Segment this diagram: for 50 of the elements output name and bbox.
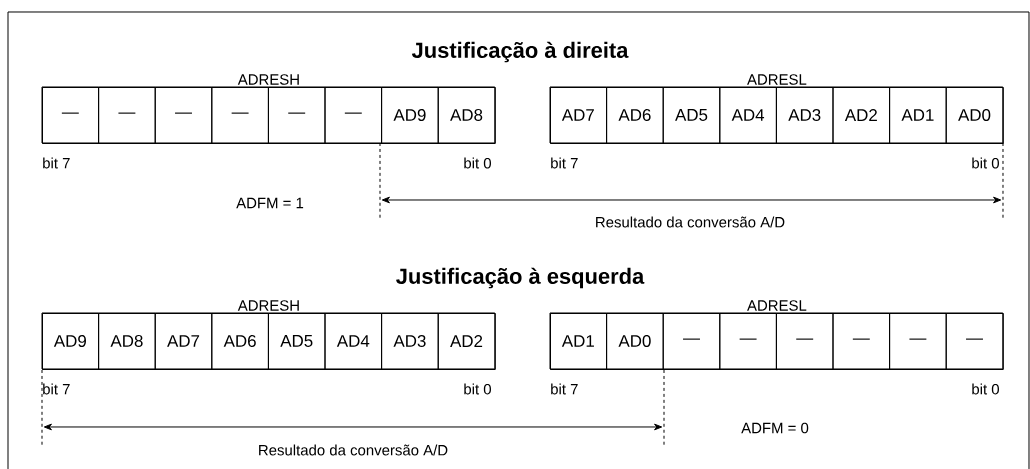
bit-cell: AD7: [549, 86, 608, 144]
bit-label: bit 7: [43, 383, 70, 395]
node-label: ADRESL: [747, 74, 807, 85]
bit-cell: AD1: [549, 312, 608, 370]
bit-cell: —: [324, 86, 383, 144]
bit-label: bit 0: [464, 157, 491, 169]
bit-cell: —: [154, 86, 213, 144]
bit-label: bit 7: [551, 157, 578, 169]
bit-cell: —: [775, 312, 834, 370]
bit-cell: AD6: [211, 312, 269, 370]
bit-cell: AD5: [662, 86, 721, 144]
bit-cell: AD3: [775, 86, 834, 144]
setting-label: ADFM = 1: [235, 196, 305, 210]
bit-cell: AD2: [832, 86, 891, 144]
bit-cell: —: [267, 86, 326, 144]
bit-cell: AD8: [437, 86, 496, 144]
bit-label: bit 0: [972, 157, 999, 169]
bit-cell: AD3: [381, 312, 439, 370]
bit-cell: —: [662, 312, 721, 370]
caption: Resultado da conversão A/D: [593, 215, 787, 229]
bit-label: bit 0: [972, 383, 999, 395]
bit-label: bit 7: [551, 383, 578, 395]
bit-cell: —: [832, 312, 891, 370]
node-label: ADRESL: [747, 300, 807, 311]
bit-cell: —: [211, 86, 269, 144]
caption: Resultado da conversão A/D: [256, 443, 450, 457]
bit-cell: AD1: [889, 86, 947, 144]
bit-label: bit 7: [43, 157, 70, 169]
node-label: ADRESH: [237, 300, 299, 311]
bit-cell: —: [719, 312, 777, 370]
bit-cell: —: [41, 86, 100, 144]
bit-cell: —: [98, 86, 156, 144]
bit-cell: AD4: [324, 312, 383, 370]
node-label: ADRESH: [237, 74, 299, 85]
bit-cell: AD0: [606, 312, 664, 370]
bit-cell: AD6: [606, 86, 664, 144]
bit-cell: AD0: [945, 86, 1004, 144]
bit-cell: AD7: [154, 312, 213, 370]
bit-cell: —: [945, 312, 1004, 370]
heading: Justificação à direita: [411, 41, 629, 63]
bit-cell: AD8: [98, 312, 156, 370]
bit-cell: AD5: [267, 312, 326, 370]
bit-cell: AD2: [437, 312, 496, 370]
heading: Justificação à esquerda: [396, 267, 645, 289]
bit-cell: AD4: [719, 86, 777, 144]
bit-cell: AD9: [41, 312, 100, 370]
bit-label: bit 0: [464, 383, 491, 395]
bit-cell: AD9: [381, 86, 439, 144]
setting-label: ADFM = 0: [740, 421, 810, 435]
bit-cell: —: [889, 312, 947, 370]
